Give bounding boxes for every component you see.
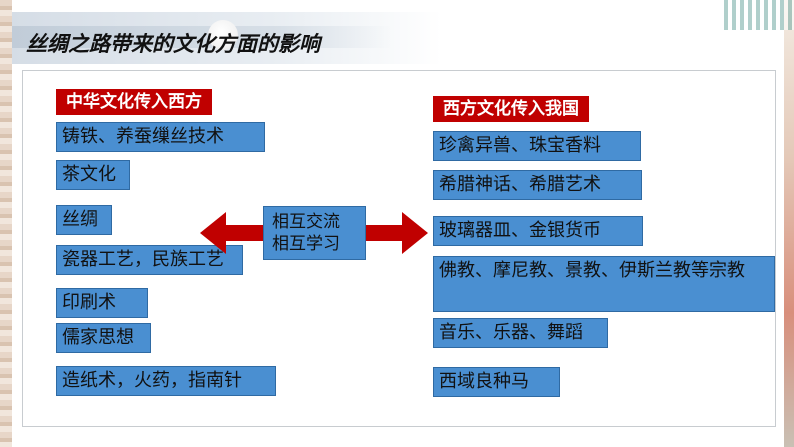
exchange-line-1: 相互交流: [272, 212, 340, 232]
decorative-left-border: [0, 0, 12, 447]
right-item-rare-animals: 珍禽异兽、珠宝香料: [433, 131, 641, 161]
exchange-line-2: 相互学习: [272, 234, 340, 254]
right-item-horses: 西域良种马: [433, 367, 560, 397]
right-item-glassware: 玻璃器皿、金银货币: [433, 216, 643, 246]
right-item-religions: 佛教、摩尼教、景教、伊斯兰教等宗教: [433, 256, 775, 312]
left-item-inventions: 造纸术，火药，指南针: [56, 366, 276, 396]
left-item-porcelain: 瓷器工艺，民族工艺: [56, 245, 243, 275]
exchange-box: 相互交流 相互学习: [263, 206, 366, 260]
left-arrow-icon: [200, 212, 264, 254]
slide-title: 丝绸之路带来的文化方面的影响: [26, 31, 320, 56]
decorative-top-right-pattern: [724, 0, 794, 30]
moon-decoration: [208, 20, 238, 50]
decorative-right-border: [784, 0, 794, 447]
left-header: 中华文化传入西方: [56, 89, 212, 115]
content-frame: [22, 70, 776, 427]
left-item-printing: 印刷术: [56, 288, 148, 318]
left-item-confucian: 儒家思想: [56, 323, 151, 353]
left-item-cast-iron: 铸铁、养蚕缫丝技术: [56, 122, 265, 152]
right-item-greek-art: 希腊神话、希腊艺术: [433, 170, 642, 200]
title-background: [12, 12, 442, 64]
right-arrow-icon: [366, 212, 428, 254]
right-item-music: 音乐、乐器、舞蹈: [433, 318, 608, 348]
right-header: 西方文化传入我国: [433, 96, 589, 122]
left-item-silk: 丝绸: [56, 205, 112, 235]
left-item-tea: 茶文化: [56, 160, 130, 190]
